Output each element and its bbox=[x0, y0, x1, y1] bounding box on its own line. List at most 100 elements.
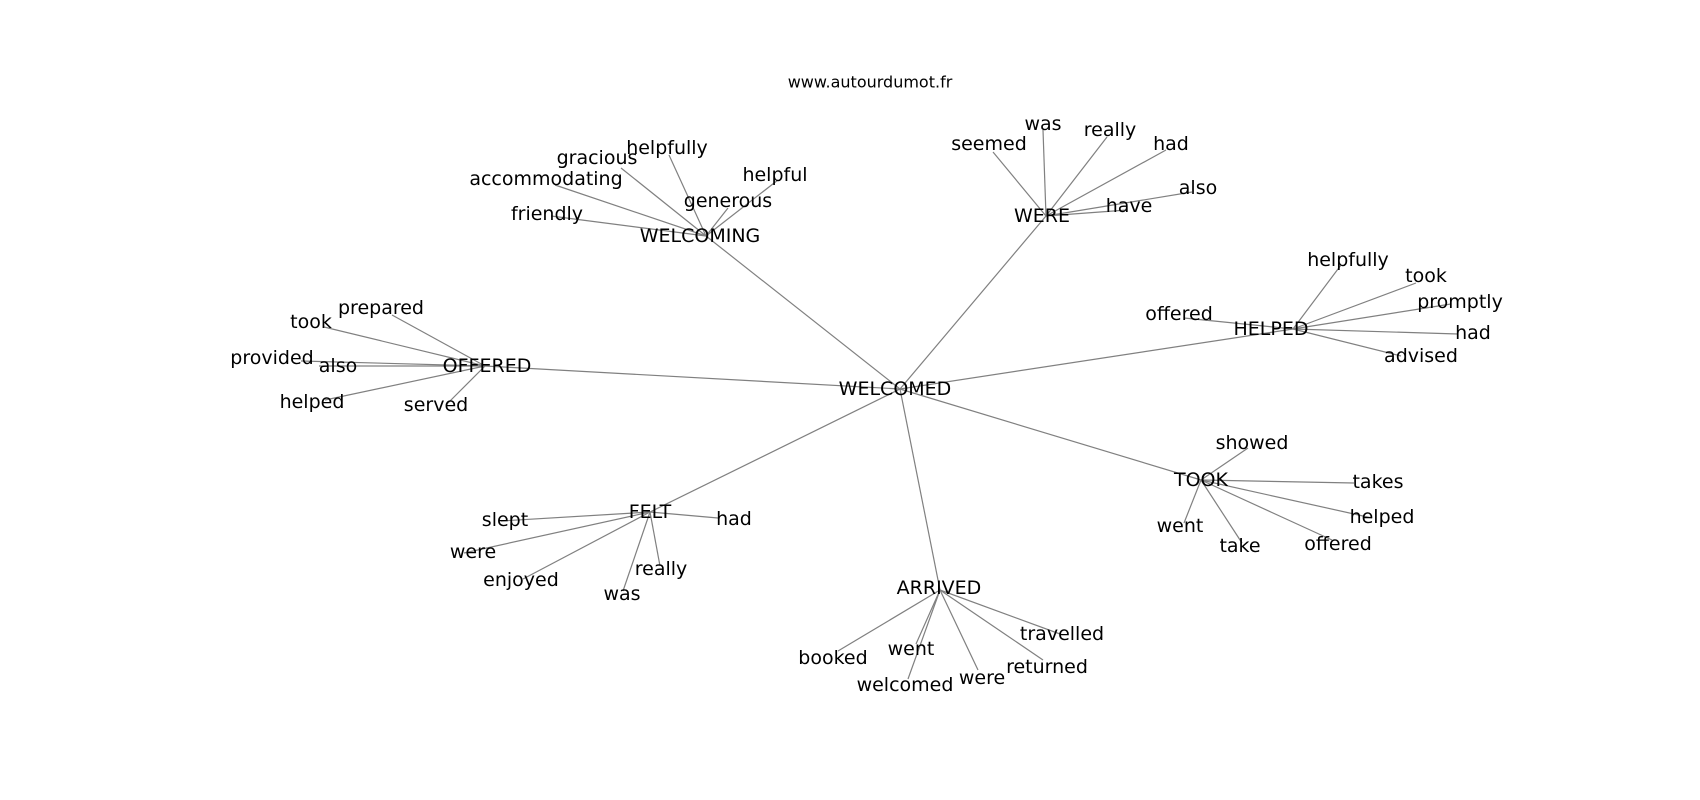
leaf-word-were-seemed[interactable]: seemed bbox=[951, 133, 1027, 155]
hub-word-arrived[interactable]: ARRIVED bbox=[897, 577, 982, 599]
graph-labels: gracioushelpfullyhelpfulaccommodatinggen… bbox=[230, 113, 1503, 696]
edge-took-showed bbox=[1200, 447, 1249, 481]
edge-helped-advised bbox=[1292, 328, 1402, 357]
leaf-word-helped-helpfully[interactable]: helpfully bbox=[1307, 249, 1389, 271]
edge-helped-had bbox=[1292, 328, 1459, 335]
leaf-word-helped-offered[interactable]: offered bbox=[1145, 303, 1213, 325]
leaf-word-arrived-travelled[interactable]: travelled bbox=[1020, 623, 1104, 645]
center-word[interactable]: WELCOMED bbox=[839, 378, 952, 400]
leaf-word-arrived-welcomed[interactable]: welcomed bbox=[857, 674, 954, 696]
leaf-word-felt-had[interactable]: had bbox=[716, 508, 752, 530]
leaf-word-felt-really[interactable]: really bbox=[635, 558, 688, 580]
leaf-word-welcoming-accommodating[interactable]: accommodating bbox=[469, 168, 622, 190]
edge-were-seemed bbox=[992, 151, 1047, 217]
leaf-word-felt-enjoyed[interactable]: enjoyed bbox=[483, 569, 559, 591]
edge-offered-served bbox=[445, 365, 486, 406]
hub-word-were[interactable]: WERE bbox=[1014, 205, 1070, 227]
edge-were-also bbox=[1045, 191, 1193, 217]
leaf-word-helped-promptly[interactable]: promptly bbox=[1417, 291, 1503, 313]
edge-center-arrived bbox=[899, 388, 941, 591]
source-label: www.autourdumot.fr bbox=[788, 73, 953, 92]
edge-center-felt bbox=[649, 388, 901, 513]
leaf-word-were-also[interactable]: also bbox=[1179, 177, 1217, 199]
edge-center-were bbox=[899, 215, 1047, 390]
leaf-word-took-showed[interactable]: showed bbox=[1216, 432, 1289, 454]
edge-offered-took bbox=[323, 326, 486, 367]
edge-arrived-were bbox=[939, 589, 979, 671]
leaf-word-offered-also[interactable]: also bbox=[319, 355, 357, 377]
edge-felt-really bbox=[649, 511, 661, 567]
hub-word-felt[interactable]: FELT bbox=[629, 501, 672, 523]
edge-welcoming-gracious bbox=[620, 167, 707, 237]
graph-edges bbox=[300, 129, 1459, 680]
leaf-word-took-takes[interactable]: takes bbox=[1352, 471, 1403, 493]
edge-welcoming-helpful bbox=[705, 179, 779, 237]
leaf-word-felt-was[interactable]: was bbox=[603, 583, 640, 605]
hub-word-offered[interactable]: OFFERED bbox=[443, 355, 532, 377]
leaf-word-welcoming-helpfully[interactable]: helpfully bbox=[626, 137, 708, 159]
leaf-word-took-went[interactable]: went bbox=[1157, 515, 1204, 537]
edge-offered-provided bbox=[300, 360, 486, 367]
leaf-word-arrived-booked[interactable]: booked bbox=[798, 647, 867, 669]
leaf-word-helped-advised[interactable]: advised bbox=[1384, 345, 1458, 367]
edge-were-had bbox=[1045, 149, 1167, 217]
edge-center-welcoming bbox=[705, 235, 901, 390]
edge-offered-helped bbox=[324, 365, 486, 401]
leaf-word-offered-helped[interactable]: helped bbox=[280, 391, 345, 413]
leaf-word-helped-took[interactable]: took bbox=[1405, 265, 1447, 287]
leaf-word-were-really[interactable]: really bbox=[1084, 119, 1137, 141]
leaf-word-welcoming-generous[interactable]: generous bbox=[684, 190, 772, 212]
edge-arrived-returned bbox=[939, 589, 1044, 661]
edge-welcoming-generous bbox=[705, 207, 729, 237]
leaf-word-felt-were[interactable]: were bbox=[450, 541, 496, 563]
edge-were-really bbox=[1045, 136, 1108, 217]
hub-word-took[interactable]: TOOK bbox=[1173, 469, 1229, 491]
edge-center-offered bbox=[484, 365, 901, 390]
edge-took-takes bbox=[1200, 479, 1355, 484]
edge-arrived-booked bbox=[837, 589, 941, 652]
leaf-word-welcoming-friendly[interactable]: friendly bbox=[511, 203, 583, 225]
leaf-word-arrived-went[interactable]: went bbox=[888, 638, 935, 660]
edge-felt-were bbox=[463, 511, 651, 554]
leaf-word-offered-provided[interactable]: provided bbox=[230, 347, 313, 369]
leaf-word-took-take[interactable]: take bbox=[1219, 535, 1260, 557]
edge-center-took bbox=[899, 388, 1202, 481]
leaf-word-welcoming-gracious[interactable]: gracious bbox=[557, 147, 638, 169]
edge-were-have bbox=[1045, 209, 1128, 217]
hub-word-welcoming[interactable]: WELCOMING bbox=[640, 225, 761, 247]
leaf-word-took-offered[interactable]: offered bbox=[1304, 533, 1372, 555]
edge-helped-offered bbox=[1183, 317, 1294, 330]
edge-offered-prepared bbox=[391, 314, 486, 367]
edge-helped-took bbox=[1292, 282, 1417, 330]
leaf-word-offered-prepared[interactable]: prepared bbox=[338, 297, 424, 319]
edge-took-offered bbox=[1200, 479, 1333, 541]
leaf-word-arrived-were[interactable]: were bbox=[959, 667, 1005, 689]
edge-arrived-went bbox=[915, 589, 941, 645]
edge-felt-enjoyed bbox=[522, 511, 651, 580]
edge-were-was bbox=[1042, 129, 1047, 217]
edge-felt-had bbox=[649, 511, 719, 519]
edge-welcoming-accommodating bbox=[554, 184, 707, 237]
edge-welcoming-helpfully bbox=[668, 154, 707, 237]
leaf-word-offered-took[interactable]: took bbox=[290, 311, 332, 333]
leaf-word-offered-served[interactable]: served bbox=[404, 394, 468, 416]
leaf-word-were-have[interactable]: have bbox=[1106, 195, 1153, 217]
leaf-word-arrived-returned[interactable]: returned bbox=[1006, 656, 1088, 678]
edge-felt-was bbox=[622, 511, 651, 592]
edge-helped-promptly bbox=[1292, 303, 1452, 330]
leaf-word-were-was[interactable]: was bbox=[1024, 113, 1061, 135]
edge-center-helped bbox=[899, 328, 1294, 390]
leaf-word-helped-had[interactable]: had bbox=[1455, 322, 1491, 344]
edge-took-helped bbox=[1200, 479, 1373, 519]
edge-welcoming-friendly bbox=[550, 215, 707, 237]
leaf-word-felt-slept[interactable]: slept bbox=[482, 509, 528, 531]
leaf-word-took-helped[interactable]: helped bbox=[1350, 506, 1415, 528]
leaf-word-welcoming-helpful[interactable]: helpful bbox=[742, 164, 807, 186]
edge-took-take bbox=[1200, 479, 1243, 544]
hub-word-helped[interactable]: HELPED bbox=[1234, 318, 1309, 340]
leaf-word-were-had[interactable]: had bbox=[1153, 133, 1189, 155]
edge-helped-helpfully bbox=[1292, 264, 1342, 330]
edge-arrived-welcomed bbox=[907, 589, 941, 680]
edge-took-went bbox=[1183, 479, 1202, 524]
